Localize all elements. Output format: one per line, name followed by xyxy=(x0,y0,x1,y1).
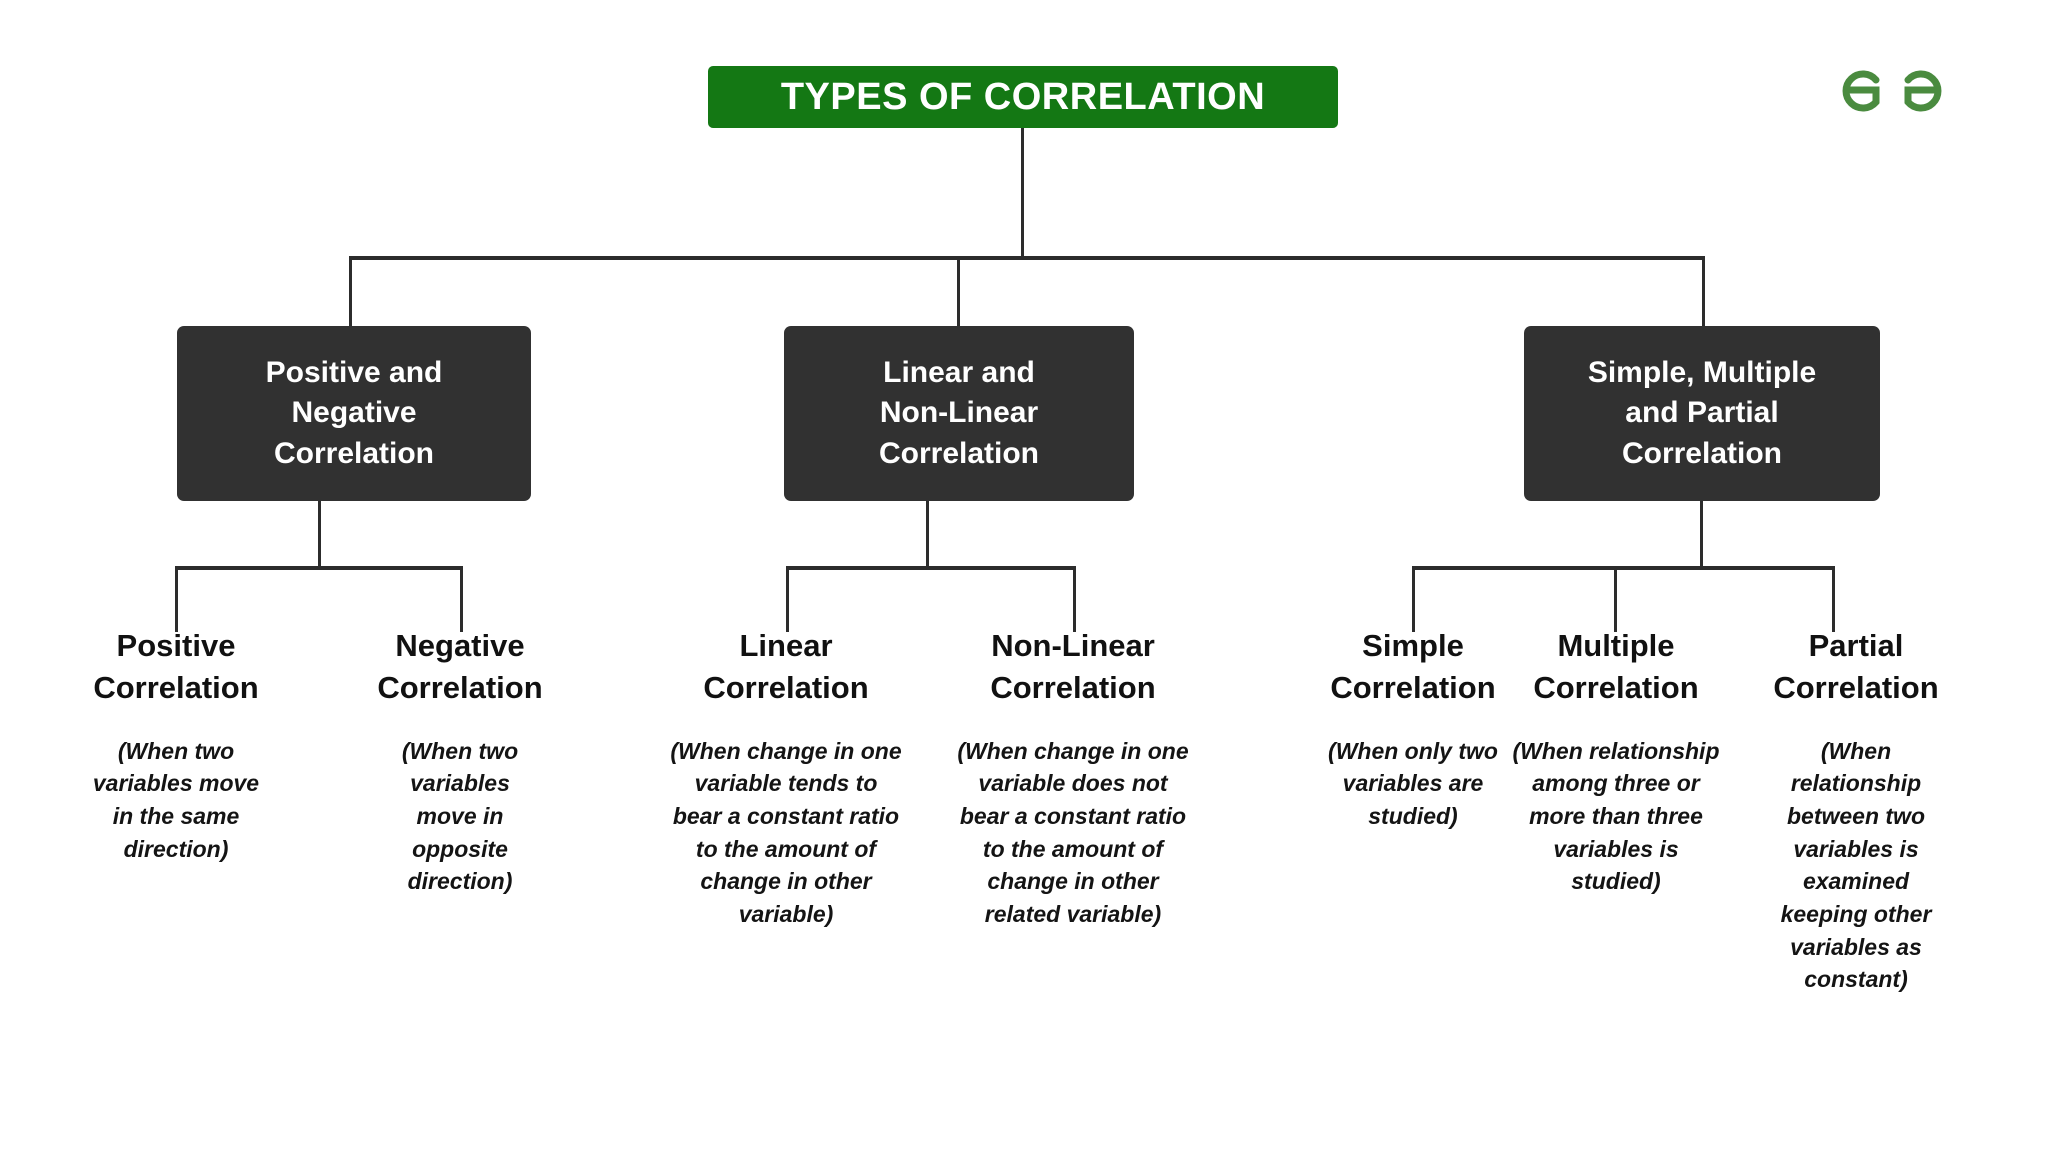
leaf-label: Partial Correlation xyxy=(1773,628,1939,705)
leaf-multiple-correlation[interactable]: Multiple Correlation (When relationship … xyxy=(1489,625,1743,898)
leaf-label: Positive Correlation xyxy=(93,628,259,705)
leaf-description: (When only two variables are studied) xyxy=(1328,737,1498,829)
connector-category-3-down xyxy=(1700,501,1703,569)
connector-bus-to-category-2 xyxy=(957,256,960,326)
connector-bus-to-category-3 xyxy=(1702,256,1705,326)
category-box-positive-negative[interactable]: Positive and Negative Correlation xyxy=(177,326,531,501)
geeksforgeeks-logo xyxy=(1836,52,1948,124)
leaf-description: (When relationship between two variables… xyxy=(1780,737,1932,993)
leaf-description: (When relationship among three or more t… xyxy=(1512,737,1720,895)
connector-title-down xyxy=(1021,128,1024,260)
connector-to-leaf-nonlinear xyxy=(1073,566,1076,632)
connector-to-leaf-linear xyxy=(786,566,789,632)
leaf-positive-correlation[interactable]: Positive Correlation (When two variables… xyxy=(52,625,300,865)
category-box-label: Positive and Negative Correlation xyxy=(265,356,443,470)
category-box-linear-nonlinear[interactable]: Linear and Non-Linear Correlation xyxy=(784,326,1134,501)
connector-to-leaf-negative xyxy=(460,566,463,632)
leaf-label: Multiple Correlation xyxy=(1533,628,1699,705)
connector-to-leaf-positive xyxy=(175,566,178,632)
connector-main-bus xyxy=(349,256,1705,260)
leaf-simple-correlation[interactable]: Simple Correlation (When only two variab… xyxy=(1282,625,1544,833)
leaf-label: Linear Correlation xyxy=(703,628,869,705)
leaf-description: (When change in one variable does not be… xyxy=(957,737,1189,927)
connector-bus-to-category-1 xyxy=(349,256,352,326)
connector-to-leaf-multiple xyxy=(1614,566,1617,632)
leaf-non-linear-correlation[interactable]: Non-Linear Correlation (When change in o… xyxy=(933,625,1213,931)
leaf-negative-correlation[interactable]: Negative Correlation (When two variables… xyxy=(336,625,584,898)
page-title-text: TYPES OF CORRELATION xyxy=(780,76,1266,118)
connector-to-leaf-partial xyxy=(1832,566,1835,632)
leaf-description: (When change in one variable tends to be… xyxy=(670,737,902,927)
connector-category-2-bus xyxy=(786,566,1076,570)
leaf-partial-correlation[interactable]: Partial Correlation (When relationship b… xyxy=(1728,625,1984,996)
connector-category-3-bus xyxy=(1412,566,1835,570)
connector-to-leaf-simple xyxy=(1412,566,1415,632)
leaf-label: Negative Correlation xyxy=(377,628,543,705)
page-title: TYPES OF CORRELATION xyxy=(708,66,1338,128)
connector-category-1-bus xyxy=(175,566,463,570)
leaf-linear-correlation[interactable]: Linear Correlation (When change in one v… xyxy=(646,625,926,931)
leaf-label: Simple Correlation xyxy=(1330,628,1496,705)
leaf-description: (When two variables move in the same dir… xyxy=(92,737,260,862)
leaf-description: (When two variables move in opposite dir… xyxy=(401,737,519,895)
leaf-label: Non-Linear Correlation xyxy=(990,628,1156,705)
connector-category-1-down xyxy=(318,501,321,569)
connector-category-2-down xyxy=(926,501,929,569)
category-box-label: Linear and Non-Linear Correlation xyxy=(878,356,1040,470)
category-box-label: Simple, Multiple and Partial Correlation xyxy=(1587,356,1817,470)
category-box-simple-multiple-partial[interactable]: Simple, Multiple and Partial Correlation xyxy=(1524,326,1880,501)
